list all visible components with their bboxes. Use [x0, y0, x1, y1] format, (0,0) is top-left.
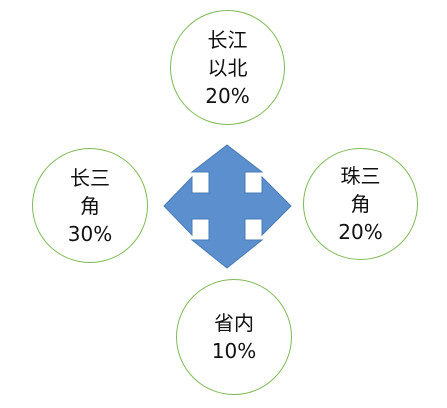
node-east-value: 20% — [338, 220, 383, 244]
node-south-value: 10% — [211, 339, 257, 363]
region-node-in-province: 省内 10% — [176, 279, 292, 395]
node-east-label-line1: 珠三 — [340, 164, 381, 188]
node-north-label-line1: 长江 — [207, 27, 248, 52]
node-west-label-line1: 长三 — [70, 165, 110, 190]
node-west-value: 30% — [67, 221, 113, 246]
region-node-pearl-delta: 珠三 角 20% — [303, 148, 418, 260]
region-node-north-of-yangtze: 长江 以北 20% — [170, 10, 285, 125]
node-north-value: 20% — [205, 83, 250, 108]
node-south-label: 省内 — [214, 311, 254, 335]
node-north-label-line2: 以北 — [207, 55, 248, 80]
node-east-label-line2: 角 — [350, 192, 371, 216]
node-west-label-line2: 角 — [80, 193, 100, 218]
region-node-yangtze-delta: 长三 角 30% — [32, 148, 148, 263]
four-way-arrow-shape — [163, 144, 292, 269]
